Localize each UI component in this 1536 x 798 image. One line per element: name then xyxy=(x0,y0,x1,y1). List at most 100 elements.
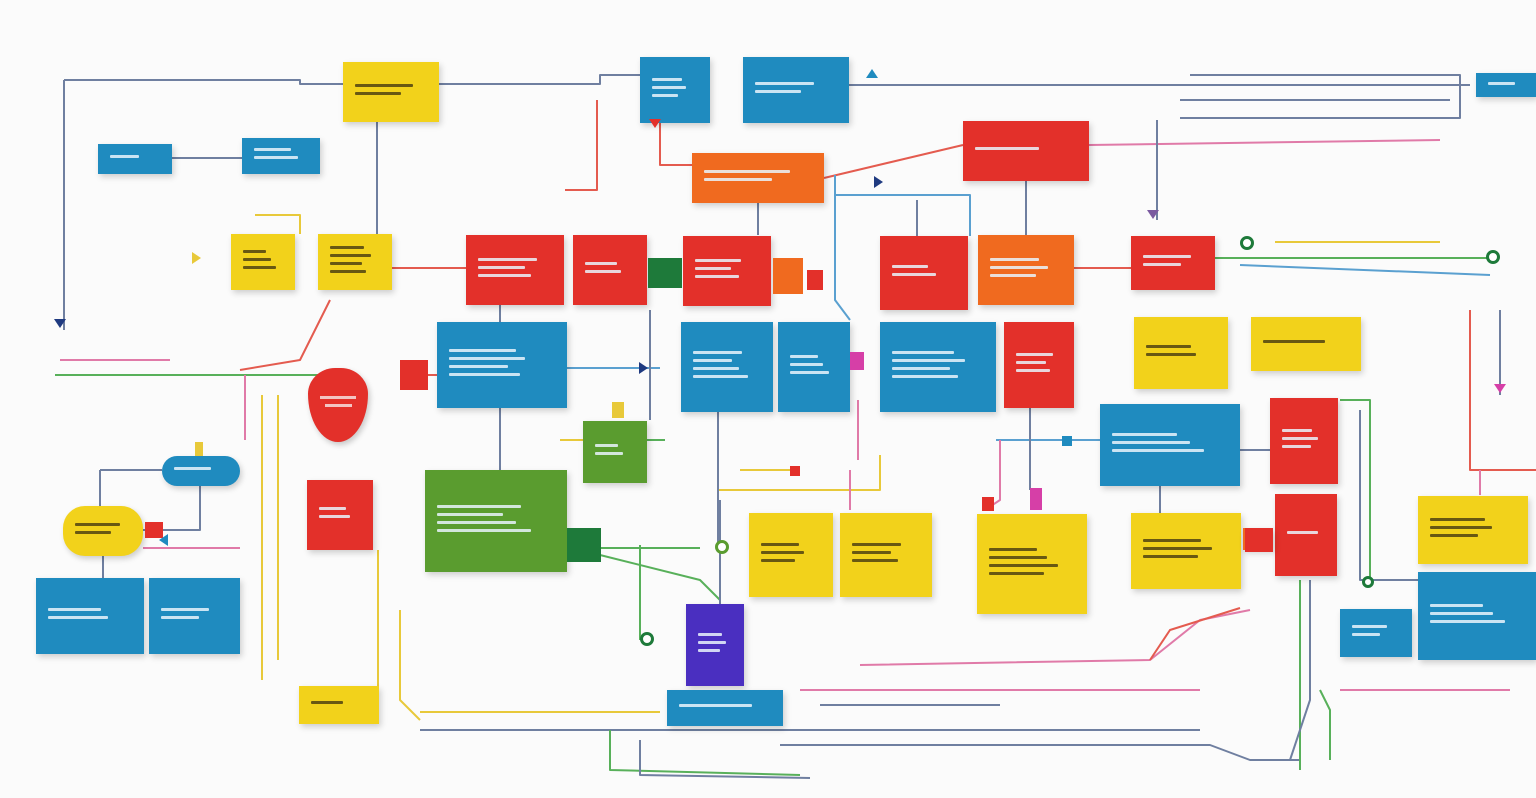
flow-node-n14[interactable] xyxy=(880,236,968,310)
flow-node-n31[interactable] xyxy=(63,506,143,556)
flow-node-n20[interactable] xyxy=(880,322,996,412)
text-placeholder-line xyxy=(330,262,363,265)
flow-node-n23[interactable] xyxy=(1251,317,1361,371)
connector-line-9 xyxy=(565,100,598,191)
shield-node-18[interactable] xyxy=(308,368,368,442)
connector-line-49 xyxy=(1359,410,1418,581)
flow-node-n43[interactable] xyxy=(1340,609,1412,657)
text-placeholder-line xyxy=(695,259,742,262)
flow-node-n39[interactable] xyxy=(977,514,1087,614)
connector-line-69 xyxy=(609,730,801,776)
text-placeholder-line xyxy=(790,371,829,374)
flow-node-n4[interactable] xyxy=(98,144,172,174)
connector-line-63 xyxy=(859,609,1251,666)
flow-node-n38[interactable] xyxy=(840,513,932,597)
flow-node-n19[interactable] xyxy=(778,322,850,412)
text-placeholder-line xyxy=(1143,547,1212,550)
text-placeholder-line xyxy=(892,359,966,362)
flow-node-n40[interactable] xyxy=(1131,513,1241,589)
text-placeholder-line xyxy=(761,543,800,546)
connector-line-68 xyxy=(780,744,1300,761)
flow-node-n30[interactable] xyxy=(162,456,240,486)
connector-block-5 xyxy=(850,352,864,370)
flow-node-n10[interactable] xyxy=(318,234,392,290)
text-placeholder-line xyxy=(698,641,727,644)
arrowhead-icon xyxy=(192,252,201,264)
flow-node-n26[interactable] xyxy=(1275,494,1337,576)
flow-node-n17[interactable] xyxy=(437,322,567,408)
flow-node-n7[interactable] xyxy=(963,121,1089,181)
text-placeholder-line xyxy=(1488,82,1515,85)
flow-node-n28[interactable] xyxy=(425,470,567,572)
arrowhead-icon xyxy=(54,319,66,328)
flow-node-n1[interactable] xyxy=(343,62,439,122)
flow-node-n6[interactable] xyxy=(692,153,824,203)
flow-node-n44[interactable] xyxy=(1418,572,1536,660)
text-placeholder-line xyxy=(679,704,753,707)
text-placeholder-line xyxy=(449,365,509,368)
text-placeholder-line xyxy=(1282,429,1313,432)
flow-node-n21[interactable] xyxy=(1004,322,1074,408)
text-placeholder-line xyxy=(330,254,371,257)
text-placeholder-line xyxy=(652,78,682,81)
text-placeholder-line xyxy=(852,543,901,546)
text-placeholder-line xyxy=(595,452,623,455)
flow-node-n8[interactable] xyxy=(1476,73,1536,97)
flow-node-n18[interactable] xyxy=(681,322,773,412)
flow-node-n15[interactable] xyxy=(978,235,1074,305)
connector-line-31 xyxy=(239,299,331,371)
connector-block-4 xyxy=(567,528,601,562)
text-placeholder-line xyxy=(990,266,1048,269)
flow-node-n12[interactable] xyxy=(573,235,647,305)
text-placeholder-line xyxy=(585,262,618,265)
flow-node-n9[interactable] xyxy=(231,234,295,290)
flow-node-n42[interactable] xyxy=(1418,496,1528,564)
flow-node-n16[interactable] xyxy=(1131,236,1215,290)
flow-node-n24[interactable] xyxy=(1100,404,1240,486)
text-placeholder-line xyxy=(595,444,619,447)
text-placeholder-line xyxy=(1263,340,1325,343)
connector-line-1 xyxy=(64,79,343,85)
flow-node-n13[interactable] xyxy=(683,236,771,306)
text-placeholder-line xyxy=(437,521,517,524)
text-placeholder-line xyxy=(1430,604,1483,607)
arrowhead-icon xyxy=(814,277,823,289)
text-placeholder-line xyxy=(355,84,413,87)
flow-node-n27[interactable] xyxy=(307,480,373,550)
text-placeholder-line xyxy=(892,351,955,354)
text-placeholder-line xyxy=(1112,449,1205,452)
text-placeholder-line xyxy=(110,155,139,158)
flow-node-n34[interactable] xyxy=(299,686,379,724)
connector-block-20 xyxy=(612,402,624,418)
text-placeholder-line xyxy=(1430,518,1485,521)
text-placeholder-line xyxy=(174,467,211,470)
flow-node-n33[interactable] xyxy=(149,578,240,654)
flow-node-n2[interactable] xyxy=(640,57,710,123)
connector-line-48 xyxy=(1340,399,1371,580)
text-placeholder-line xyxy=(892,265,929,268)
connector-line-12 xyxy=(823,144,964,179)
text-placeholder-line xyxy=(990,274,1036,277)
flow-node-n29[interactable] xyxy=(583,421,647,483)
flow-node-n25[interactable] xyxy=(1270,398,1338,484)
flow-node-n32[interactable] xyxy=(36,578,144,654)
text-placeholder-line xyxy=(243,266,276,269)
text-placeholder-line xyxy=(1430,612,1494,615)
connector-line-5 xyxy=(1180,74,1461,119)
connector-block-1 xyxy=(400,360,428,390)
text-placeholder-line xyxy=(852,551,891,554)
text-placeholder-line xyxy=(75,531,111,534)
junction-dot-17 xyxy=(1362,576,1374,588)
connector-block-7 xyxy=(195,442,203,456)
flow-node-n22[interactable] xyxy=(1134,317,1228,389)
flow-node-n36[interactable] xyxy=(667,690,783,726)
text-placeholder-line xyxy=(1016,361,1046,364)
arrowhead-icon xyxy=(866,69,878,78)
flow-node-n37[interactable] xyxy=(749,513,833,597)
flow-node-n11[interactable] xyxy=(466,235,564,305)
connector-block-10 xyxy=(1062,436,1072,446)
flow-node-n3[interactable] xyxy=(743,57,849,123)
flow-node-n5[interactable] xyxy=(242,138,320,174)
text-placeholder-line xyxy=(698,649,721,652)
flow-node-n35[interactable] xyxy=(686,604,744,686)
